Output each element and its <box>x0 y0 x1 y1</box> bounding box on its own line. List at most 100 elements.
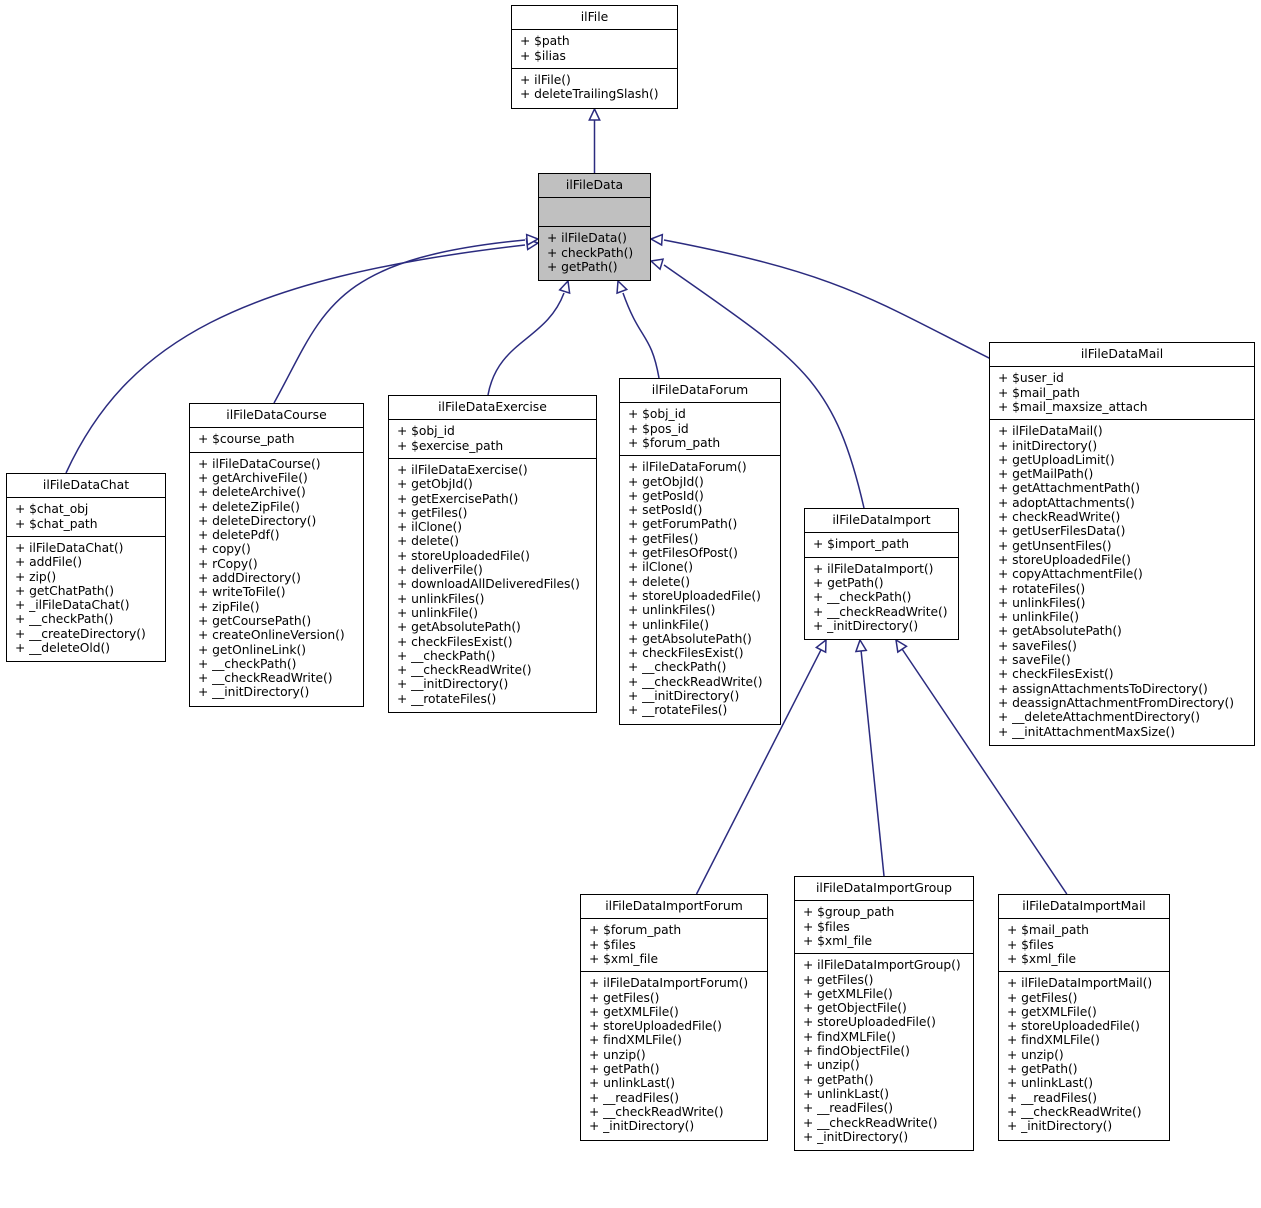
operation-row: + getFiles() <box>397 505 468 520</box>
class-box-ilFileDataMail[interactable]: ilFileDataMail+ $user_id+ $mail_path+ $m… <box>989 342 1255 746</box>
operation-row: + __checkReadWrite() <box>589 1104 724 1119</box>
class-name: ilFileDataChat <box>7 474 165 499</box>
operation-row: + deletePdf() <box>198 528 280 543</box>
operation-row: + getObjId() <box>397 477 473 492</box>
class-operations: + ilFileDataImportForum()+ getFiles()+ g… <box>581 972 767 1139</box>
class-name: ilFileDataImport <box>805 509 958 534</box>
operation-row: + getObjectFile() <box>803 1001 907 1016</box>
class-operations: + ilFileDataCourse()+ getArchiveFile()+ … <box>190 453 363 706</box>
operation-row: + __deleteOld() <box>15 641 110 656</box>
class-attributes <box>539 198 650 228</box>
class-operations: + ilFileDataImportGroup()+ getFiles()+ g… <box>795 954 973 1150</box>
operation-row: + __checkReadWrite() <box>198 671 333 686</box>
operation-row: + ilFileDataChat() <box>15 541 124 555</box>
class-operations: + ilFileDataForum()+ getObjId()+ getPosI… <box>620 456 780 723</box>
attribute-row: + $forum_path <box>589 923 682 938</box>
class-operations: + ilFileDataExercise()+ getObjId()+ getE… <box>389 459 596 712</box>
arrowhead-forum <box>616 279 629 295</box>
operation-row: + __readFiles() <box>1007 1090 1098 1105</box>
operation-row: + zip() <box>15 569 57 584</box>
class-box-ilFileDataImportMail[interactable]: ilFileDataImportMail+ $mail_path+ $files… <box>998 894 1170 1141</box>
edge-exercise <box>487 292 565 396</box>
attribute-row: + $import_path <box>813 537 910 552</box>
class-box-ilFile[interactable]: ilFile+ $path+ $ilias+ ilFile()+ deleteT… <box>511 5 678 109</box>
class-name: ilFileDataCourse <box>190 404 363 429</box>
class-operations: + ilFileDataImport()+ getPath()+ __check… <box>805 558 958 639</box>
attribute-row: + $course_path <box>198 432 295 447</box>
operation-row: + unlinkLast() <box>1007 1076 1094 1091</box>
operation-row: + unlinkFiles() <box>397 591 485 606</box>
operation-row: + adoptAttachments() <box>998 495 1135 510</box>
class-box-ilFileDataImportGroup[interactable]: ilFileDataImportGroup+ $group_path+ $fil… <box>794 876 974 1152</box>
operation-row: + getXMLFile() <box>1007 1004 1097 1019</box>
operation-row: + findXMLFile() <box>1007 1033 1100 1048</box>
class-name: ilFileDataImportForum <box>581 895 767 920</box>
operation-row: + getUploadLimit() <box>998 452 1115 467</box>
operation-row: + unlinkFiles() <box>628 603 716 618</box>
class-operations: + ilFileDataImportMail()+ getFiles()+ ge… <box>999 972 1169 1139</box>
operation-row: + _initDirectory() <box>803 1129 909 1144</box>
attribute-row: + $obj_id <box>628 407 686 422</box>
operation-row: + getPosId() <box>628 488 704 503</box>
class-operations: + ilFileDataMail()+ initDirectory()+ get… <box>990 420 1254 745</box>
operation-row: + findXMLFile() <box>803 1029 896 1044</box>
operation-row: + __deleteAttachmentDirectory() <box>998 710 1201 725</box>
class-attributes: + $obj_id+ $pos_id+ $forum_path <box>620 403 780 457</box>
operation-row: + _ilFileDataChat() <box>15 598 130 613</box>
operation-row: + getForumPath() <box>628 517 738 532</box>
operation-row: + ilClone() <box>628 560 693 575</box>
edge-forum <box>622 292 660 379</box>
attribute-row: + $exercise_path <box>397 438 504 453</box>
operation-row: + __readFiles() <box>589 1090 680 1105</box>
operation-row: + ilFileDataImport() <box>813 561 934 576</box>
operation-row: + getChatPath() <box>15 583 115 598</box>
operation-row: + addDirectory() <box>198 571 301 586</box>
attribute-row: + $mail_path <box>998 385 1080 400</box>
operation-row: + __rotateFiles() <box>397 691 497 706</box>
class-attributes: + $course_path <box>190 428 363 453</box>
operation-row: + getFiles() <box>1007 990 1078 1005</box>
attribute-row: + $mail_maxsize_attach <box>998 400 1148 414</box>
class-box-ilFileDataForum[interactable]: ilFileDataForum+ $obj_id+ $pos_id+ $foru… <box>619 378 781 725</box>
operation-row: + deleteTrailingSlash() <box>520 87 659 102</box>
attribute-row: + $xml_file <box>1007 952 1077 966</box>
arrowhead-exercise <box>558 279 571 295</box>
operation-row: + ilFileDataImportGroup() <box>803 958 961 973</box>
operation-row: + unlinkLast() <box>589 1076 676 1091</box>
operation-row: + ilClone() <box>397 520 462 535</box>
class-box-ilFileDataImport[interactable]: ilFileDataImport + $import_path + ilFileDa… <box>804 508 959 641</box>
class-box-ilFileDataCourse[interactable]: ilFileDataCourse + $course_path + ilFileDa… <box>189 403 364 707</box>
operation-row: + delete() <box>397 534 460 549</box>
arrowhead-mail <box>649 233 664 247</box>
operation-row: + unzip() <box>1007 1047 1064 1062</box>
operation-row: + ilFileDataImportMail() <box>1007 976 1153 991</box>
operation-row: + unlinkFile() <box>628 617 710 632</box>
operation-row: + unlinkLast() <box>803 1086 890 1101</box>
class-name: ilFileDataExercise <box>389 396 596 421</box>
class-attributes: + $chat_obj+ $chat_path <box>7 498 165 537</box>
operation-row: + __readFiles() <box>803 1101 894 1116</box>
class-name: ilFile <box>512 6 677 31</box>
operation-row: + checkReadWrite() <box>998 510 1121 525</box>
operation-row: + getCoursePath() <box>198 613 312 628</box>
operation-row: + getFiles() <box>589 990 660 1005</box>
class-box-ilFileDataExercise[interactable]: ilFileDataExercise+ $obj_id+ $exercise_p… <box>388 395 597 714</box>
operation-row: + ilFileDataForum() <box>628 460 747 475</box>
attribute-row: + $ilias <box>520 48 566 63</box>
operation-row: + getMailPath() <box>998 467 1094 482</box>
operation-row: + __initDirectory() <box>397 677 509 692</box>
operation-row: + storeUploadedFile() <box>1007 1019 1140 1034</box>
class-operations: + ilFileDataChat()+ addFile()+ zip()+ ge… <box>7 537 165 661</box>
class-box-ilFileDataChat[interactable]: ilFileDataChat+ $chat_obj+ $chat_path+ i… <box>6 473 166 663</box>
operation-row: + __initAttachmentMaxSize() <box>998 724 1175 739</box>
operation-row: + ilFileDataMail() <box>998 424 1103 439</box>
operation-row: + __checkPath() <box>628 660 727 675</box>
class-box-ilFileData[interactable]: ilFileData+ ilFileData()+ checkPath()+ g… <box>538 173 651 282</box>
operation-row: + delete() <box>628 574 691 589</box>
class-box-ilFileDataImportForum[interactable]: ilFileDataImportForum+ $forum_path+ $fil… <box>580 894 768 1141</box>
class-name: ilFileData <box>539 174 650 199</box>
operation-row: + __initDirectory() <box>628 689 740 704</box>
operation-row: + zipFile() <box>198 599 260 614</box>
operation-row: + copyAttachmentFile() <box>998 567 1143 582</box>
